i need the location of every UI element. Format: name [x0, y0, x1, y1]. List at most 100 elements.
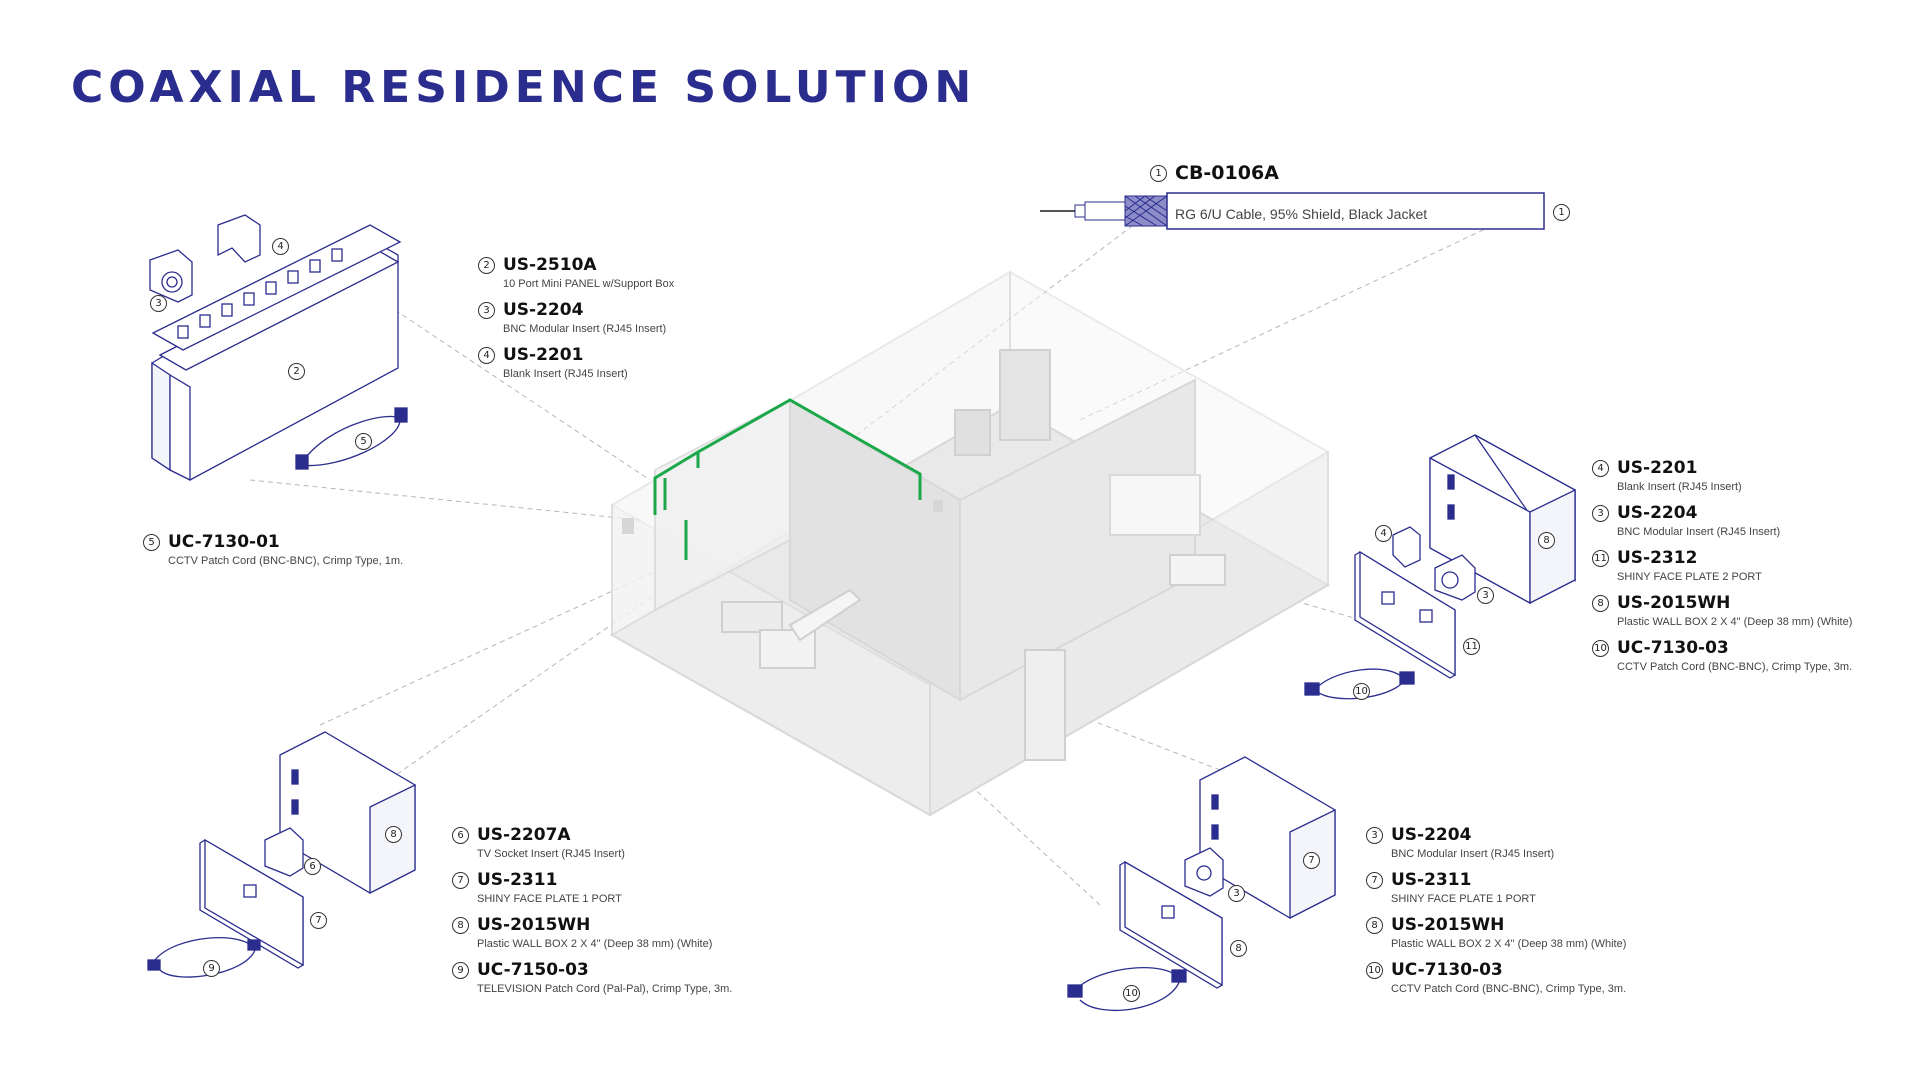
bottom-right-wall-box-illustration	[1119, 756, 1336, 989]
product-description: Plastic WALL BOX 2 X 4" (Deep 38 mm) (Wh…	[1617, 616, 1853, 628]
product-description: SHINY FACE PLATE 1 PORT	[1391, 893, 1536, 905]
right-wall-box-illustration	[1354, 434, 1576, 679]
item-number: 6	[452, 827, 469, 844]
item-number: 10	[1592, 640, 1609, 657]
bubble-blank-insert: 4	[272, 238, 289, 255]
bubble-bl-tv-insert: 6	[304, 858, 321, 875]
item-number: 9	[452, 962, 469, 979]
cable-callout: 1 CB-0106A	[1150, 163, 1279, 208]
product-code: US-2312	[1617, 548, 1698, 568]
bubble-bl-plate: 7	[310, 912, 327, 929]
product-description: CCTV Patch Cord (BNC-BNC), Crimp Type, 1…	[168, 555, 404, 567]
item-number: 4	[1592, 460, 1609, 477]
sofa	[721, 601, 783, 633]
bubble-br-cord: 10	[1123, 985, 1140, 1002]
callout-item: 6 US-2207A TV Socket Insert (RJ45 Insert)	[452, 825, 732, 870]
product-code: US-2510A	[503, 255, 597, 275]
item-number: 8	[1592, 595, 1609, 612]
bubble-right-plate: 11	[1463, 638, 1480, 655]
item-number: 7	[452, 872, 469, 889]
bubble-right-wall-box: 8	[1538, 532, 1555, 549]
wall-outlet-right	[933, 500, 943, 512]
product-description: TV Socket Insert (RJ45 Insert)	[477, 848, 625, 860]
bubble-mini-panel: 2	[288, 363, 305, 380]
bubble-bl-cord: 9	[203, 960, 220, 977]
bubble-right-cord: 10	[1353, 683, 1370, 700]
item-number: 3	[1366, 827, 1383, 844]
bubble-bnc-insert: 3	[150, 295, 167, 312]
wardrobe	[999, 349, 1051, 441]
product-code: US-2207A	[477, 825, 571, 845]
product-description: Plastic WALL BOX 2 X 4" (Deep 38 mm) (Wh…	[1391, 938, 1627, 950]
product-code: US-2015WH	[1391, 915, 1505, 935]
callout-item: 8 US-2015WH Plastic WALL BOX 2 X 4" (Deep …	[1366, 915, 1626, 960]
product-code: US-2311	[477, 870, 558, 890]
product-code: US-2015WH	[1617, 593, 1731, 613]
bubble-br-wall-box: 7	[1303, 852, 1320, 869]
product-code: US-2015WH	[477, 915, 591, 935]
coaxial-route	[653, 398, 922, 560]
product-description: 10 Port Mini PANEL w/Support Box	[503, 278, 675, 290]
cable-description: RG 6/U Cable, 95% Shield, Black Jacket	[1175, 206, 1428, 222]
interior-wall-left	[654, 398, 791, 612]
product-code: US-2311	[1391, 870, 1472, 890]
bubble-br-plate: 8	[1230, 940, 1247, 957]
product-code: US-2204	[503, 300, 584, 320]
tv-patch-cord	[147, 937, 261, 978]
product-description: Blank Insert (RJ45 Insert)	[1617, 481, 1742, 493]
bubble-bl-wall-box: 8	[385, 826, 402, 843]
sofa-l	[788, 588, 862, 642]
callout-item: 8 US-2015WH Plastic WALL BOX 2 X 4" (Deep …	[1592, 593, 1852, 638]
item-number: 3	[1592, 505, 1609, 522]
product-code: US-2204	[1617, 503, 1698, 523]
product-code: US-2201	[503, 345, 584, 365]
bubble-right-blank: 4	[1375, 525, 1392, 542]
cable-number-right: 1	[1553, 204, 1570, 221]
item-number: 5	[143, 534, 160, 551]
patch-cord-1m	[295, 407, 408, 470]
item-number: 7	[1366, 872, 1383, 889]
house	[609, 270, 1331, 817]
product-description: BNC Modular Insert (RJ45 Insert)	[1617, 526, 1781, 538]
bubble-br-bnc: 3	[1228, 885, 1245, 902]
product-description: SHINY FACE PLATE 1 PORT	[477, 893, 622, 905]
product-description: BNC Modular Insert (RJ45 Insert)	[1391, 848, 1555, 860]
cabinet	[954, 409, 991, 456]
product-description: TELEVISION Patch Cord (Pal-Pal), Crimp T…	[477, 983, 733, 995]
product-description: CCTV Patch Cord (BNC-BNC), Crimp Type, 3…	[1391, 983, 1627, 995]
product-code: US-2201	[1617, 458, 1698, 478]
cable-code: CB-0106A	[1175, 162, 1279, 184]
item-number: 11	[1592, 550, 1609, 567]
item-number: 10	[1366, 962, 1383, 979]
product-description: Blank Insert (RJ45 Insert)	[503, 368, 628, 380]
item-number: 8	[1366, 917, 1383, 934]
cable-number: 1	[1150, 165, 1167, 182]
house-door	[1024, 649, 1066, 761]
br-patch-cord	[1067, 967, 1187, 1012]
item-number: 8	[452, 917, 469, 934]
product-description: SHINY FACE PLATE 2 PORT	[1617, 571, 1762, 583]
page-title: COAXIAL RESIDENCE SOLUTION	[71, 62, 977, 113]
product-code: UC-7130-01	[168, 532, 280, 552]
product-code: UC-7130-03	[1617, 638, 1729, 658]
bottom-left-wall-box-illustration	[199, 731, 416, 969]
wall-outlet-left	[622, 518, 634, 534]
right-patch-cord	[1304, 668, 1415, 700]
